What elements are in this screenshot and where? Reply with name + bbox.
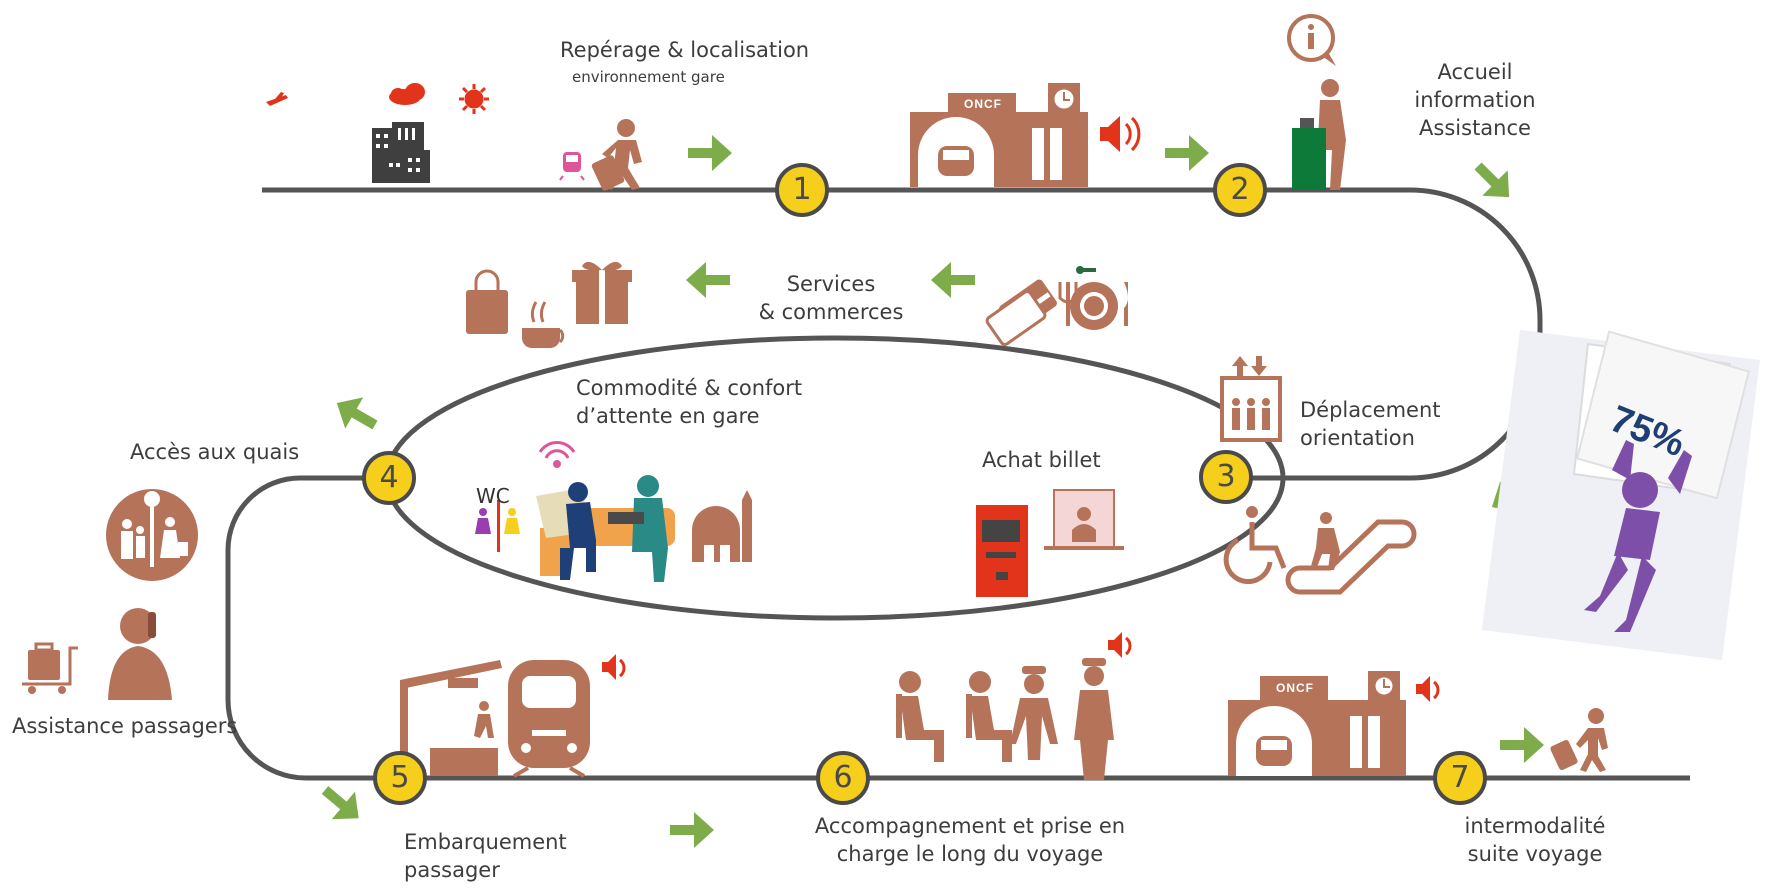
city-buildings-icon	[372, 122, 430, 183]
toilet-icon	[475, 500, 520, 552]
label-accompagnement: Accompagnement et prise en charge le lon…	[790, 812, 1150, 868]
label-accueil: Accueil information Assistance	[1410, 58, 1540, 142]
ticket-machine-icon	[976, 505, 1028, 597]
label-intermodalite-line1: intermodalité	[1464, 814, 1606, 838]
speaker-icon	[1100, 116, 1141, 152]
step-3-marker: 3	[1199, 450, 1253, 504]
label-acces-text: Accès aux quais	[130, 440, 300, 464]
credit-card-icon	[985, 279, 1057, 346]
purple-figure-icon	[1482, 330, 1760, 660]
direction-arrow-icon	[1465, 153, 1522, 210]
label-reperage: Repérage & localisation	[560, 36, 809, 64]
label-deplacement: Déplacement orientation	[1300, 396, 1441, 452]
shopping-bag-icon	[466, 269, 508, 334]
label-assistance: Assistance passagers	[12, 712, 237, 740]
label-accueil-line3: Assistance	[1419, 116, 1531, 140]
direction-arrow-icon	[688, 135, 732, 171]
clock-icon	[1372, 674, 1396, 698]
wifi-icon	[538, 441, 576, 468]
label-intermodalite-line2: suite voyage	[1467, 842, 1603, 866]
step-5-marker: 5	[373, 751, 427, 805]
conductor-icon	[1010, 658, 1114, 780]
direction-arrow-icon	[686, 262, 730, 298]
speaker-icon	[602, 654, 626, 680]
speaker-icon	[1416, 676, 1440, 702]
label-commodite-line1: Commodité & confort	[576, 376, 803, 400]
elevator-icon	[1220, 356, 1282, 442]
label-reperage-line1: Repérage & localisation	[560, 38, 810, 62]
label-assistance-text: Assistance passagers	[12, 714, 238, 738]
speaker-icon	[1108, 632, 1132, 658]
train-platform-icon	[400, 660, 502, 776]
label-commodite-line2: d’attente en gare	[576, 404, 760, 428]
label-embarquement-line1: Embarquement	[404, 830, 567, 854]
step-2-marker: 2	[1213, 163, 1267, 217]
tram-icon	[559, 152, 585, 181]
coffee-cup-icon	[522, 301, 565, 348]
label-accompagnement-line2: charge le long du voyage	[836, 842, 1104, 866]
step-6-marker: 6	[816, 751, 870, 805]
step-1-marker: 1	[775, 163, 829, 217]
oncf-sign-top: ONCF	[964, 97, 1002, 111]
traveler-with-luggage-icon	[591, 119, 642, 191]
label-intermodalite: intermodalité suite voyage	[1450, 812, 1620, 868]
station-building-icon	[910, 83, 1088, 187]
mosque-icon	[692, 490, 752, 562]
clock-icon	[1051, 86, 1077, 112]
station-building-icon	[1228, 671, 1406, 776]
direction-arrow-icon	[313, 776, 371, 833]
luggage-cart-icon	[22, 642, 78, 694]
label-services-line2: & commerces	[758, 300, 904, 324]
label-services-line1: Services	[786, 272, 876, 296]
step-7-marker: 7	[1433, 751, 1487, 805]
label-achat-text: Achat billet	[982, 448, 1101, 472]
label-embarquement: Embarquement passager	[404, 828, 567, 884]
label-deplacement-line2: orientation	[1300, 426, 1415, 450]
label-services: Services & commerces	[746, 270, 916, 326]
label-achat: Achat billet	[982, 446, 1101, 474]
phone-assistance-icon	[108, 608, 172, 700]
label-acces: Accès aux quais	[130, 438, 299, 466]
direction-arrow-icon	[327, 387, 384, 441]
label-reperage-line2: environnement gare	[572, 68, 725, 86]
plane-icon	[266, 92, 288, 106]
direction-arrow-icon	[1165, 135, 1209, 171]
label-accompagnement-line1: Accompagnement et prise en	[814, 814, 1126, 838]
label-deplacement-line1: Déplacement	[1300, 398, 1441, 422]
label-accueil-line1: Accueil	[1437, 60, 1513, 84]
info-desk-agent-icon	[1292, 79, 1346, 190]
step-4-marker: 4	[362, 451, 416, 505]
label-commodite: Commodité & confort d’attente en gare	[576, 374, 802, 430]
platform-access-sign-icon	[106, 489, 198, 581]
ticket-counter-icon	[1044, 489, 1124, 550]
seated-passengers-icon	[896, 671, 1012, 762]
direction-arrow-icon	[931, 262, 975, 298]
sun-icon	[459, 84, 489, 114]
oncf-sign-bottom: ONCF	[1276, 681, 1314, 695]
direction-arrow-icon	[1500, 727, 1544, 763]
label-wc: WC	[476, 484, 510, 508]
label-embarquement-line2: passager	[404, 858, 500, 882]
cloud-icon	[389, 83, 425, 105]
waiting-passengers-icon	[536, 475, 675, 582]
train-icon	[508, 660, 590, 778]
label-accueil-line2: information	[1414, 88, 1536, 112]
direction-arrow-icon	[670, 812, 714, 848]
restaurant-icon	[1058, 266, 1128, 330]
traveler-with-luggage-icon	[1550, 708, 1608, 772]
wheelchair-icon	[1223, 506, 1287, 584]
label-reperage-sub: environnement gare	[572, 68, 725, 86]
escalator-icon	[1285, 512, 1417, 595]
gift-icon	[572, 261, 632, 324]
info-bubble-icon	[1287, 14, 1336, 66]
